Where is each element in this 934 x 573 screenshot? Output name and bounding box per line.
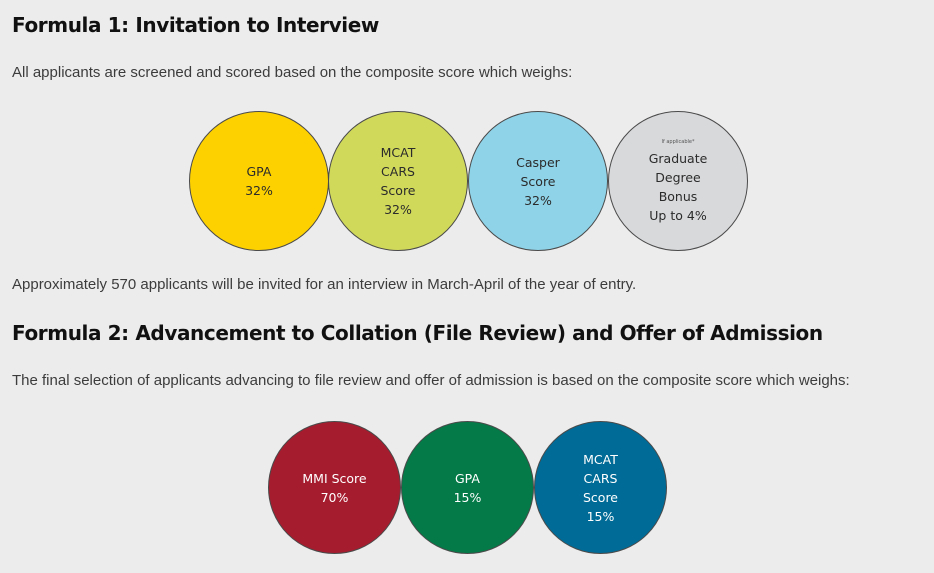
formula1-heading: Formula 1: Invitation to Interview: [12, 13, 379, 37]
circle-label: MCAT: [380, 145, 416, 160]
casper-circle: Casper Score 32%: [468, 111, 608, 251]
circle-label: GPA: [246, 164, 272, 179]
circle-weight: 70%: [320, 489, 349, 505]
circle-weight: 15%: [586, 508, 615, 524]
formula2-heading: Formula 2: Advancement to Collation (Fil…: [12, 321, 823, 345]
formula1-intro: All applicants are screened and scored b…: [12, 64, 573, 81]
circle-label: Graduate: [648, 150, 708, 166]
if-applicable-note: If applicable*: [661, 138, 695, 145]
circle-label: Casper: [516, 154, 560, 170]
circle-label: Score: [582, 489, 618, 505]
formula2-intro: The final selection of applicants advanc…: [12, 372, 850, 389]
mcat-cars-circle-2: MCAT CARS Score 15%: [534, 421, 667, 554]
circle-label: CARS: [381, 164, 415, 179]
circle-label: Bonus: [658, 188, 698, 204]
mcat-cars-circle: MCAT CARS Score 32%: [328, 111, 468, 251]
circle-label: Score: [520, 173, 556, 189]
mmi-circle: MMI Score 70%: [268, 421, 401, 554]
circle-weight: 32%: [384, 202, 412, 217]
formula1-note: Approximately 570 applicants will be inv…: [12, 276, 637, 293]
circle-weight: 32%: [524, 192, 552, 208]
graduate-bonus-circle: If applicable* Graduate Degree Bonus Up …: [608, 111, 748, 251]
circle-label: CARS: [583, 470, 618, 486]
circle-label: MMI Score: [302, 470, 367, 486]
circle-label: GPA: [455, 470, 480, 486]
circle-weight: 32%: [245, 183, 273, 198]
circle-label: Degree: [655, 169, 701, 185]
gpa-circle: GPA 32%: [189, 111, 329, 251]
circle-label: Score: [380, 183, 416, 198]
circle-weight: Up to 4%: [649, 207, 707, 223]
circle-label: MCAT: [583, 451, 618, 467]
circle-weight: 15%: [453, 489, 482, 505]
gpa-circle-2: GPA 15%: [401, 421, 534, 554]
